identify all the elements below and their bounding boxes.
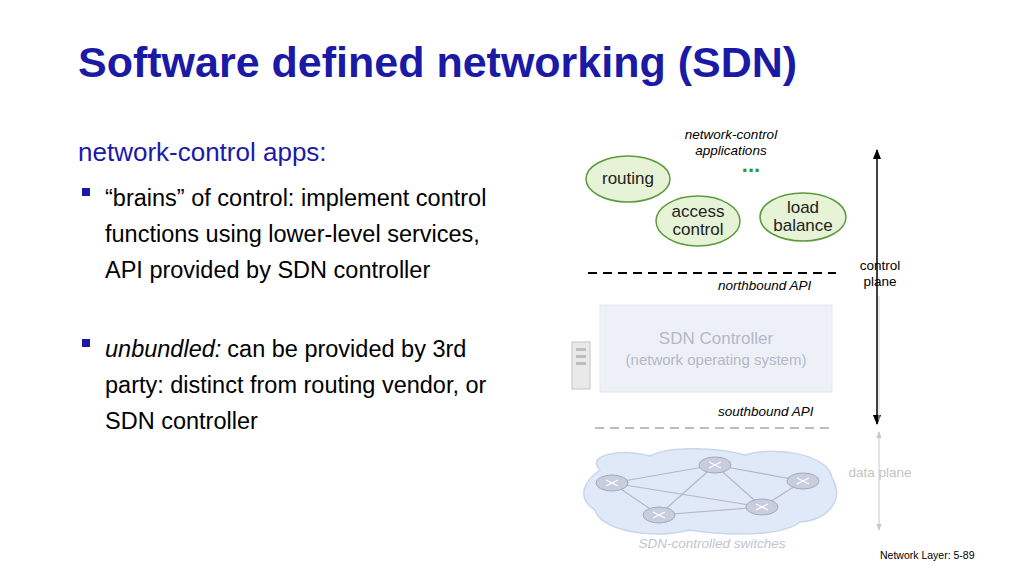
section-heading: network-control apps: [78,137,498,168]
layer-caption: network-control applications [660,127,802,159]
faded-arrow-line [879,296,880,420]
app-ellipse: routing [585,155,671,203]
bullet-text: unbundled:can be provided by 3rd party: … [105,331,497,439]
node-text: SDN Controller [604,330,828,348]
emphasis-term: unbundled: [105,336,221,362]
app-ellipse: load balance [759,192,847,242]
node-text: routing [592,170,664,188]
switch-marks [606,462,809,518]
ellipsis-mark: ... [733,152,769,178]
bullet-square [82,188,90,196]
bullet-text: “brains” of control: implement control f… [105,180,497,288]
cloud-caption: SDN-controlled switches [620,536,804,551]
network-cloud [584,449,837,534]
northbound-divider [588,272,836,274]
node-subtext: (network operating system) [604,352,828,368]
plane-label: data plane [848,465,912,481]
page-number: Network Layer: 5-89 [880,549,1020,561]
box-outline [600,305,832,392]
controller-box: SDN Controller (network operating system) [600,305,832,392]
node-text: access control [662,203,734,239]
api-label: northbound API [718,278,838,293]
slide-title: Software defined networking (SDN) [78,38,978,87]
app-ellipse: access control [655,195,741,247]
api-label: southbound API [718,404,838,419]
plane-label: control plane [848,258,912,290]
bullet-square [82,339,90,347]
node-text: load balance [766,199,840,235]
switch-icons [596,457,819,523]
server-icon [572,342,590,389]
data-plane-arrow [879,432,880,530]
southbound-divider [595,427,832,429]
